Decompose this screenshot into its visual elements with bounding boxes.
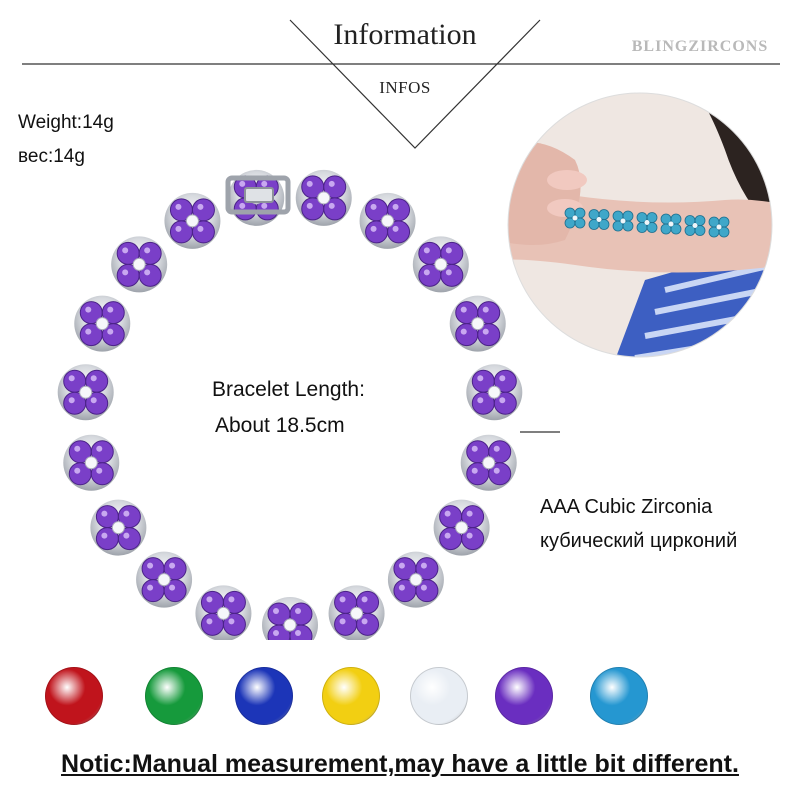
weight-spec-ru: вес:14g [18, 146, 85, 167]
color-swatch-purple [495, 667, 553, 725]
worn-bracelet-stones [564, 207, 730, 238]
worn-bracelet-stone [564, 207, 586, 229]
color-swatch-red [45, 667, 103, 725]
model-wearing-photo [507, 92, 773, 358]
color-swatch-aqua [590, 667, 648, 725]
bracelet-link [164, 192, 221, 249]
worn-bracelet-stone [708, 216, 730, 238]
brand-watermark: BLINGZIRCONS [631, 38, 769, 55]
worn-bracelet-stone [660, 213, 682, 235]
bracelet-length-label: Bracelet Length: [212, 378, 365, 401]
bracelet-link [295, 169, 352, 226]
worn-bracelet-stone [636, 212, 658, 233]
material-label: AAA Cubic Zirconia [540, 496, 713, 518]
worn-bracelet-stone [684, 215, 706, 236]
bracelet-link [328, 585, 385, 640]
color-options-row [0, 655, 800, 745]
worn-bracelet-stone [588, 209, 610, 230]
header-decoration [22, 19, 780, 149]
bracelet-link [433, 499, 490, 556]
bracelet-link [90, 499, 147, 556]
bracelet-length-value: About 18.5cm [215, 414, 345, 437]
bracelet-link [412, 236, 469, 293]
bracelet-link [136, 551, 193, 608]
material-pointer-line [520, 431, 560, 433]
material-label-ru: кубический цирконий [540, 530, 738, 552]
bracelet-link [466, 364, 523, 421]
bracelet-link [387, 551, 444, 608]
color-swatch-yellow [322, 667, 380, 725]
bracelet-links [57, 169, 523, 640]
page-subtitle: INFOS [379, 78, 431, 97]
worn-bracelet-stone [612, 210, 634, 232]
bracelet-link [74, 295, 131, 352]
bracelet-link [111, 236, 168, 293]
bracelet-link [63, 434, 120, 491]
bracelet-link [460, 434, 517, 491]
bracelet-link [359, 192, 416, 249]
bracelet-link [57, 364, 114, 421]
bracelet-link [262, 597, 318, 640]
weight-spec: Weight:14g [18, 112, 114, 133]
bracelet-product-image [57, 169, 560, 640]
page-title: Information [333, 18, 477, 51]
color-swatch-green [145, 667, 203, 725]
measurement-notice: Notic:Manual measurement,may have a litt… [61, 750, 739, 778]
bracelet-clasp-icon [225, 175, 291, 215]
bracelet-link [195, 585, 252, 640]
bracelet-link [449, 295, 506, 352]
color-swatch-white [410, 667, 468, 725]
color-swatch-blue [235, 667, 293, 725]
